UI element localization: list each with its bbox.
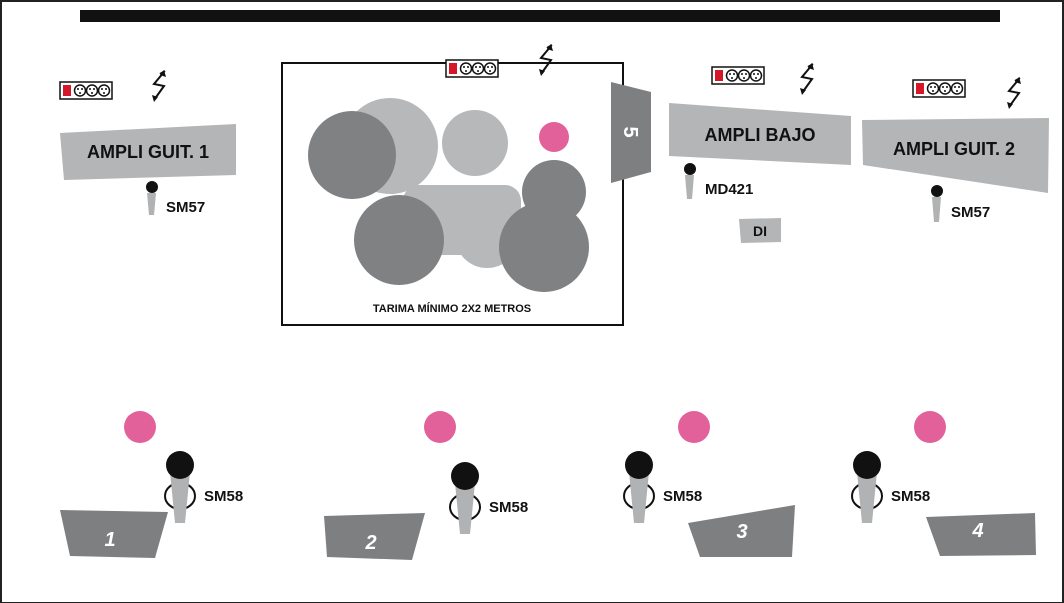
tom-high: [442, 110, 508, 176]
monitor-number-label: 1: [104, 529, 115, 551]
microphone-head: [625, 451, 653, 479]
microphone-icon: [455, 483, 475, 534]
monitor-number-label: 3: [736, 521, 747, 543]
monitor-wedge-5: [611, 82, 651, 183]
drum-riser-label: TARIMA MÍNIMO 2X2 METROS: [373, 302, 531, 315]
power-strip-icon: [59, 81, 113, 100]
microphone-head: [451, 462, 479, 490]
amp-bass-box: [669, 103, 851, 165]
amp-guitar-2-box: [862, 118, 1049, 193]
monitor-5-label: 5: [619, 126, 641, 137]
cymbal-right-low: [499, 202, 589, 292]
power-strip-icon: [912, 79, 966, 98]
microphone-icon: [857, 472, 877, 523]
monitor-wedge-3: [688, 505, 795, 557]
monitor-wedge-4: [926, 513, 1036, 556]
monitor-number-label: 4: [971, 520, 983, 542]
top-bar: [80, 10, 1000, 22]
pink-spot-icon: [424, 411, 456, 443]
amp-guitar-2-label: AMPLI GUIT. 2: [893, 139, 1015, 159]
di-box: [739, 218, 781, 243]
power-strip-icon: [445, 59, 499, 78]
amp-bass-label: AMPLI BAJO: [704, 125, 815, 145]
vocal-mic-label: SM58: [489, 499, 528, 516]
pink-spot-icon: [914, 411, 946, 443]
monitor-wedge-1: [60, 510, 168, 558]
monitor-wedge-2: [324, 513, 425, 560]
pink-spot-icon: [539, 122, 569, 152]
vocal-mic-label: SM58: [204, 488, 243, 505]
vocal-mic-label: SM58: [891, 488, 930, 505]
power-strip-icon: [711, 66, 765, 85]
amp-guitar-1-label: AMPLI GUIT. 1: [87, 142, 209, 162]
amp-guitar-2-mic: SM57: [951, 204, 990, 221]
amp-guitar-1-box: [60, 124, 236, 180]
microphone-icon: [684, 163, 696, 199]
pink-spot-icon: [124, 411, 156, 443]
microphone-head: [166, 451, 194, 479]
microphone-icon: [931, 185, 943, 222]
amp-bass-mic: MD421: [705, 181, 753, 198]
vocal-mic-label: SM58: [663, 488, 702, 505]
di-label: DI: [753, 223, 767, 239]
microphone-icon: [146, 181, 158, 215]
pink-spot-icon: [678, 411, 710, 443]
microphone-head: [853, 451, 881, 479]
amp-guitar-1-mic: SM57: [166, 199, 205, 216]
microphone-icon: [170, 472, 190, 523]
cymbal-left-low: [354, 195, 444, 285]
microphone-icon: [629, 472, 649, 523]
monitor-number-label: 2: [364, 532, 376, 554]
cymbal-left-front: [308, 111, 396, 199]
